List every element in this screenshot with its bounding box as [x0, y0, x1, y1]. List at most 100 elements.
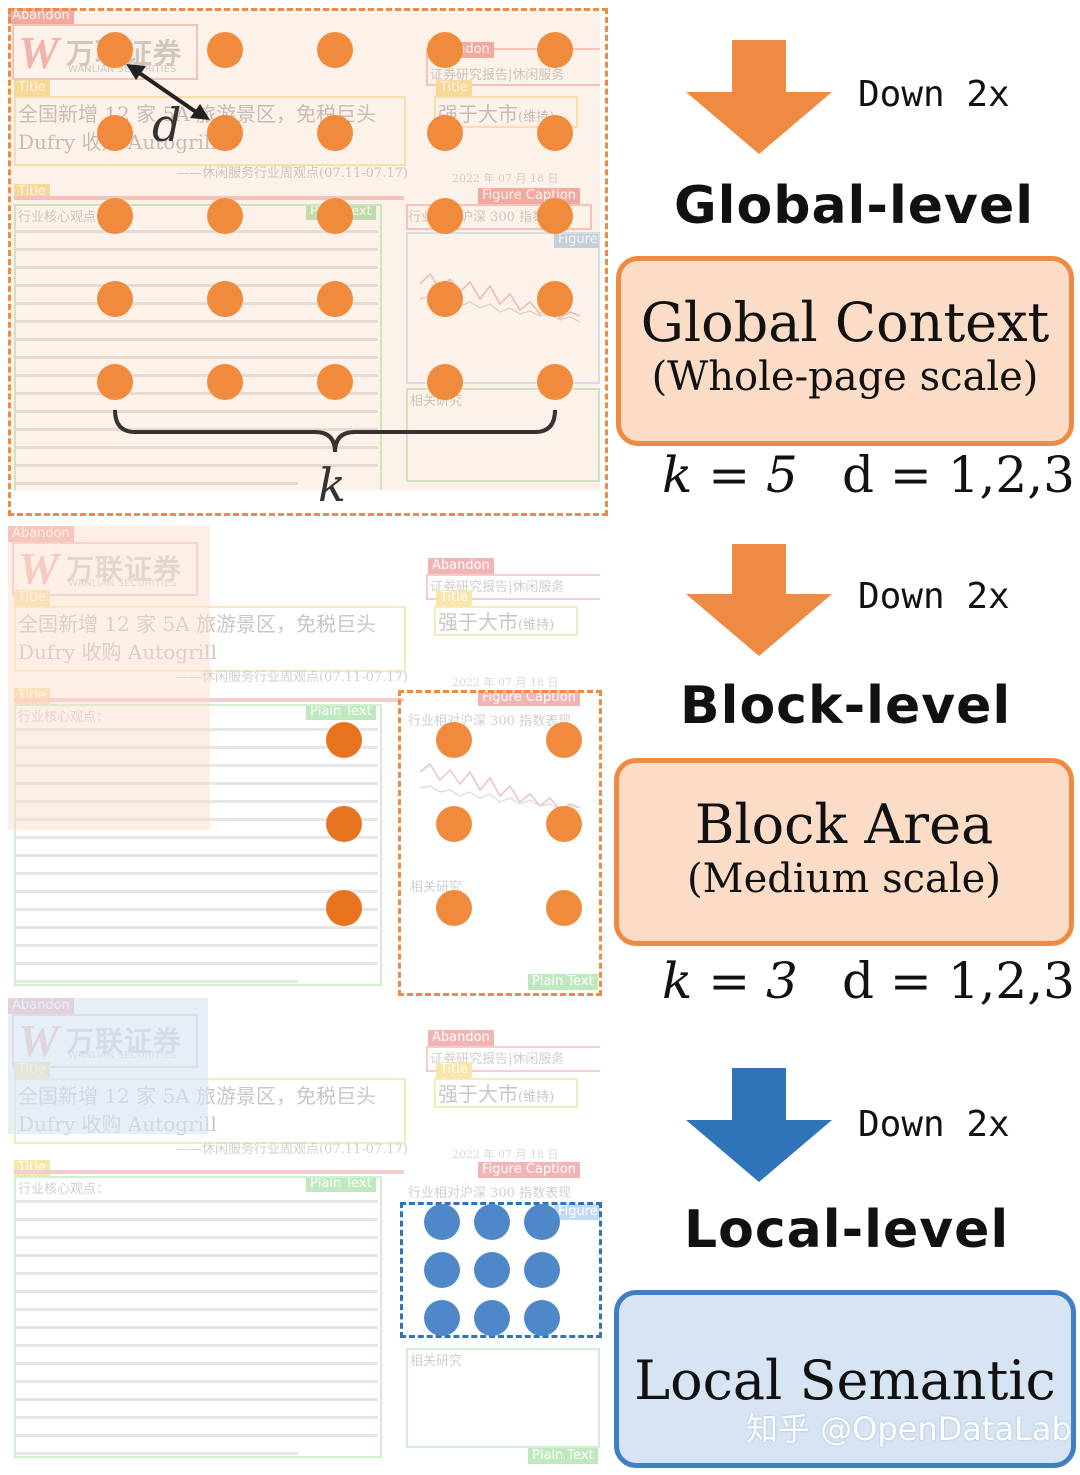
headline-1: 全国新增 12 家 5A 旅游景区，免税巨头	[18, 612, 377, 636]
dot	[424, 1252, 460, 1288]
level-title-block: Block-level	[680, 676, 1012, 736]
dot	[436, 722, 472, 758]
scale-main-local: Local Semantic	[634, 1349, 1056, 1412]
paragraph-lines	[16, 230, 378, 490]
logo-subtext: WANLIAN SECURITIES	[68, 578, 177, 589]
local-highlight	[8, 998, 208, 1134]
header-right-text: 证券研究报告|休闲服务	[430, 68, 565, 83]
param-k-block: k = 3	[662, 952, 798, 1010]
logo-mark: W	[18, 543, 59, 594]
dot	[207, 32, 243, 68]
figure-label: Figure	[554, 1204, 600, 1220]
down-arrow-icon	[686, 544, 832, 656]
related-heading: 相关研究	[410, 1354, 463, 1369]
dot	[326, 806, 362, 842]
dot	[436, 806, 472, 842]
dot	[537, 364, 573, 400]
dot	[427, 32, 463, 68]
divider-bar	[14, 196, 404, 200]
dot	[546, 806, 582, 842]
global-dot-grid	[97, 32, 573, 453]
paragraph-box	[14, 704, 382, 986]
dot	[207, 364, 243, 400]
dot	[427, 115, 463, 151]
headline-box	[14, 96, 406, 166]
dot	[317, 281, 353, 317]
date: 2022 年 07 月 18 日	[452, 676, 559, 689]
local-semantic-box: Local Semantic	[614, 1290, 1076, 1468]
abandon-label-right: Abandon	[428, 558, 494, 574]
dot	[207, 281, 243, 317]
abandon-box	[12, 542, 198, 596]
dot	[537, 32, 573, 68]
dot	[524, 1252, 560, 1288]
fade-overlay	[8, 526, 600, 1008]
block-area-box: Block Area (Medium scale)	[614, 758, 1074, 946]
dot	[436, 890, 472, 926]
dot	[537, 115, 573, 151]
header-right-box	[426, 574, 600, 600]
headline-2: Dufry 收购 Autogrill	[18, 640, 217, 664]
param-d-block: d = 1,2,3	[842, 952, 1075, 1010]
d-symbol: d	[152, 98, 182, 152]
title-label-right: Title	[436, 80, 472, 96]
fade-overlay	[8, 8, 600, 490]
dot	[97, 281, 133, 317]
mini-chart	[419, 762, 581, 813]
scale-sub-global: (Whole-page scale)	[651, 354, 1039, 400]
dot	[317, 32, 353, 68]
scale-sub-block: (Medium scale)	[687, 856, 1001, 902]
dot	[427, 198, 463, 234]
plain-text-label-right: Plain Text	[528, 1448, 598, 1464]
chart-caption: 行业相对沪深 300 指数表现	[408, 1186, 572, 1201]
logo-subtext: WANLIAN SECURITIES	[68, 64, 177, 75]
dot	[524, 1204, 560, 1240]
k-brace	[113, 409, 557, 453]
subtitle: ——休闲服务行业周观点(07.11-07.17)	[176, 166, 408, 181]
plain-text-label: Plain Text	[306, 704, 376, 720]
paragraph-lines	[16, 728, 378, 998]
k-symbol: k	[318, 458, 346, 512]
right-title-box	[434, 96, 578, 128]
figure-caption-label: Figure Caption	[478, 1162, 581, 1178]
dot	[326, 890, 362, 926]
abandon-label: Abandon	[8, 526, 74, 542]
abandon-box	[12, 24, 198, 80]
figure-caption-label: Figure Caption	[478, 690, 581, 706]
title-label-right: Title	[436, 1062, 472, 1078]
dot	[317, 364, 353, 400]
doc-thumbnail-block: Abandon W 万联证券 WANLIAN SECURITIES Abando…	[8, 526, 600, 1008]
dot	[317, 115, 353, 151]
down-label-1: Down 2x	[858, 74, 1010, 115]
right-title: 强于大市(维持)	[438, 1082, 555, 1106]
paragraph-box	[14, 1176, 382, 1458]
block-dashed-frame	[398, 690, 602, 996]
dot	[546, 722, 582, 758]
scale-main-block: Block Area	[694, 793, 994, 856]
title-label: Title	[14, 590, 50, 606]
figure-label: Figure	[554, 232, 600, 248]
figure-caption-box	[406, 204, 592, 230]
plain-text-label: Plain Text	[306, 1176, 376, 1192]
dot	[546, 890, 582, 926]
watermark: 知乎 @OpenDataLab	[746, 1410, 1072, 1448]
figure-box	[406, 232, 600, 384]
dot	[524, 1300, 560, 1336]
subtitle: ——休闲服务行业周观点(07.11-07.17)	[176, 1142, 408, 1157]
param-k-global: k = 5	[662, 446, 798, 504]
divider-bar	[14, 1170, 404, 1174]
global-context-box: Global Context (Whole-page scale)	[616, 256, 1074, 446]
param-d-global: d = 1,2,3	[842, 446, 1075, 504]
title-label: Title	[14, 80, 50, 96]
plain-text-label-right: Plain Text	[528, 974, 598, 990]
dot	[474, 1252, 510, 1288]
dot	[317, 198, 353, 234]
down-label-2: Down 2x	[858, 576, 1010, 617]
abandon-label-right: Abandon	[428, 1030, 494, 1046]
title-label-right: Title	[436, 590, 472, 606]
section-heading: 行业核心观点：	[18, 1182, 110, 1197]
local-dashed-frame	[400, 1202, 602, 1338]
related-box	[406, 1348, 600, 1448]
related-box	[406, 388, 600, 482]
right-title-box	[434, 1078, 578, 1108]
